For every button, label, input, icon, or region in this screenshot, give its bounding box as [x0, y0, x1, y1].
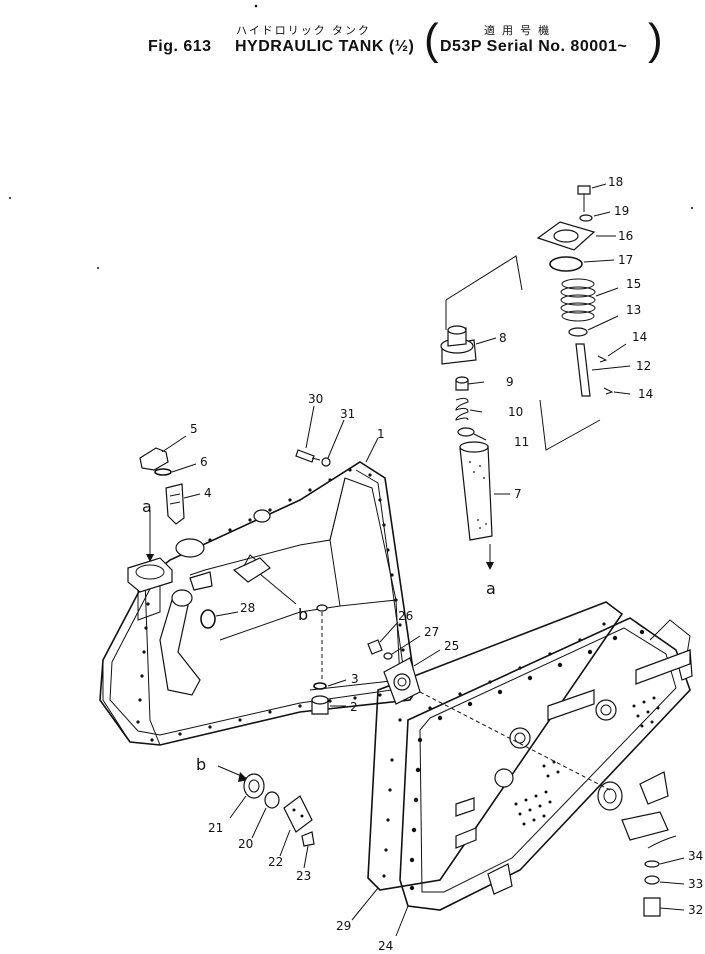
- callout-a-right: a: [486, 579, 496, 598]
- part-label-13: 13: [626, 303, 641, 317]
- figure-header: ハイドロリック タンク 適 用 号 機 Fig. 613 HYDRAULIC T…: [0, 0, 705, 80]
- part-label-16: 16: [618, 229, 633, 243]
- part-label-11: 11: [514, 435, 529, 449]
- o-ring-28: [200, 609, 216, 629]
- bolt-washer-30-31: [295, 405, 345, 467]
- part-label-12: 12: [636, 359, 651, 373]
- drain-plug-assembly: [311, 604, 347, 715]
- part-label-14b: 14: [638, 387, 653, 401]
- close-paren: ): [648, 15, 663, 64]
- part-label-14a: 14: [632, 330, 647, 344]
- part-label-4: 4: [204, 486, 212, 500]
- part-label-31: 31: [340, 407, 355, 421]
- tank-flange-holes: [136, 468, 408, 742]
- part-label-2: 2: [350, 700, 358, 714]
- main-tank-body: [99, 461, 417, 746]
- strainer-mesh-dots: [469, 461, 487, 529]
- cover-hole-pattern: [514, 696, 660, 826]
- part-label-5: 5: [190, 422, 198, 436]
- part-label-19: 19: [614, 204, 629, 218]
- part-label-28: 28: [240, 601, 255, 615]
- open-paren: (: [424, 15, 439, 64]
- specks: [9, 4, 693, 269]
- part-label-32: 32: [688, 903, 703, 917]
- part-label-33: 33: [688, 877, 703, 891]
- part-label-30: 30: [308, 392, 323, 406]
- serial-range: D53P Serial No. 80001~: [440, 38, 628, 55]
- spring-15: [560, 278, 596, 322]
- part-label-6: 6: [200, 455, 208, 469]
- figure-number: Fig. 613: [148, 38, 212, 55]
- part-label-26: 26: [398, 609, 413, 623]
- callout-a-left: a: [142, 497, 152, 516]
- plug-assembly-20-23: [217, 765, 315, 869]
- callout-b-mid: b: [298, 605, 308, 624]
- strainer-assembly: [440, 255, 523, 570]
- part-label-7: 7: [514, 487, 522, 501]
- part-label-3: 3: [351, 672, 359, 686]
- part-label-29: 29: [336, 919, 351, 933]
- part-label-15: 15: [626, 277, 641, 291]
- part-label-25: 25: [444, 639, 459, 653]
- callout-b-left: b: [196, 755, 206, 774]
- part-label-24: 24: [378, 939, 393, 953]
- cover-assembly: [536, 183, 631, 451]
- part-label-9: 9: [506, 375, 514, 389]
- japanese-applies-label: 適 用 号 機: [484, 25, 552, 37]
- cover-bolt-holes: [382, 622, 645, 891]
- part-label-1: 1: [377, 427, 385, 441]
- part-label-23: 23: [296, 869, 311, 883]
- bolt-washers-32-34: [643, 835, 685, 917]
- part-label-21: 21: [208, 821, 223, 835]
- side-cover: [351, 601, 693, 937]
- part-label-8: 8: [499, 331, 507, 345]
- figure-title: HYDRAULIC TANK (½): [235, 38, 415, 55]
- part-label-18: 18: [608, 175, 623, 189]
- part-label-27: 27: [424, 625, 439, 639]
- part-label-20: 20: [238, 837, 253, 851]
- part-label-10: 10: [508, 405, 523, 419]
- part-label-17: 17: [618, 253, 633, 267]
- part-label-22: 22: [268, 855, 283, 869]
- breather-cap-assembly: [139, 435, 201, 525]
- japanese-title: ハイドロリック タンク: [236, 25, 371, 37]
- cover-plate-25-27: [367, 621, 441, 705]
- part-label-34: 34: [688, 849, 703, 863]
